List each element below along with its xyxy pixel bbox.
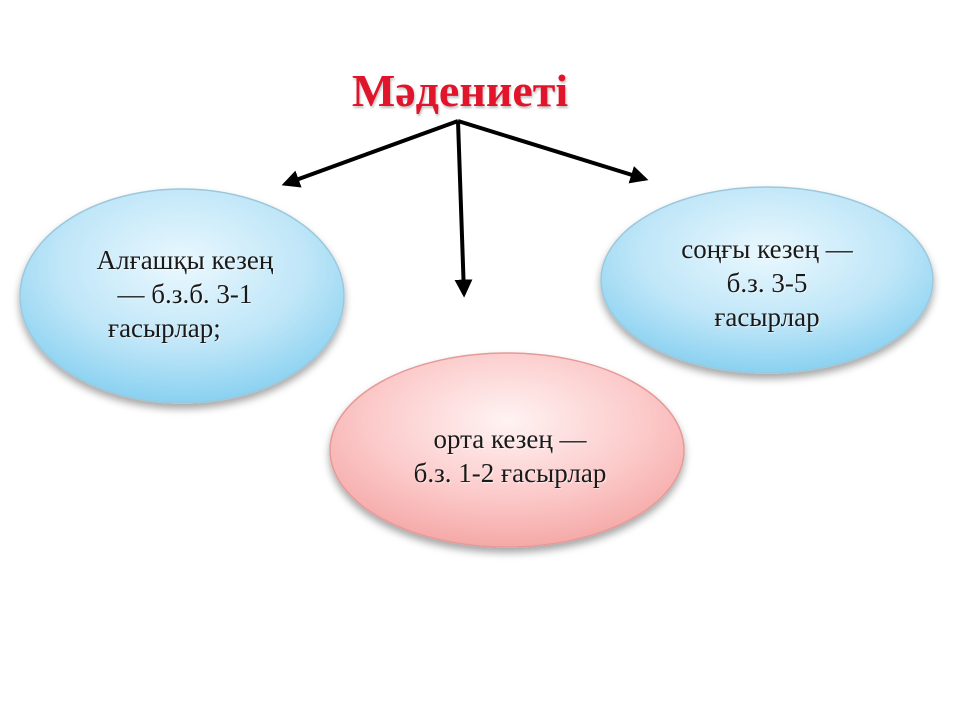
node-early-label: Алғашқы кезең — б.з.б. 3-1 ғасырлар; <box>60 243 310 345</box>
arrow-to-late <box>457 119 649 184</box>
diagram-title: Мәдениеті <box>351 65 569 116</box>
node-mid-ellipse <box>329 352 685 548</box>
arrow-to-mid <box>454 120 473 298</box>
arrow-to-early <box>281 119 459 188</box>
connector-arrows <box>281 119 649 298</box>
node-mid-line-1: орта кезең — <box>433 424 587 454</box>
node-early-line-1: Алғашқы кезең <box>96 245 274 275</box>
node-late-ellipse <box>600 186 934 374</box>
node-mid-label: орта кезең — б.з. 1-2 ғасырлар <box>352 422 668 490</box>
node-early-line-3: ғасырлар; <box>108 313 221 343</box>
node-late-line-3: ғасырлар <box>714 302 820 332</box>
node-late-line-1: соңғы кезең — <box>681 234 853 264</box>
node-early-line-2: — б.з.б. 3-1 <box>117 279 253 309</box>
node-early-ellipse <box>19 188 345 404</box>
node-late-label: соңғы кезең — б.з. 3-5 ғасырлар <box>636 232 898 334</box>
node-late-line-2: б.з. 3-5 <box>726 268 808 298</box>
node-mid-line-2: б.з. 1-2 ғасырлар <box>413 458 607 488</box>
